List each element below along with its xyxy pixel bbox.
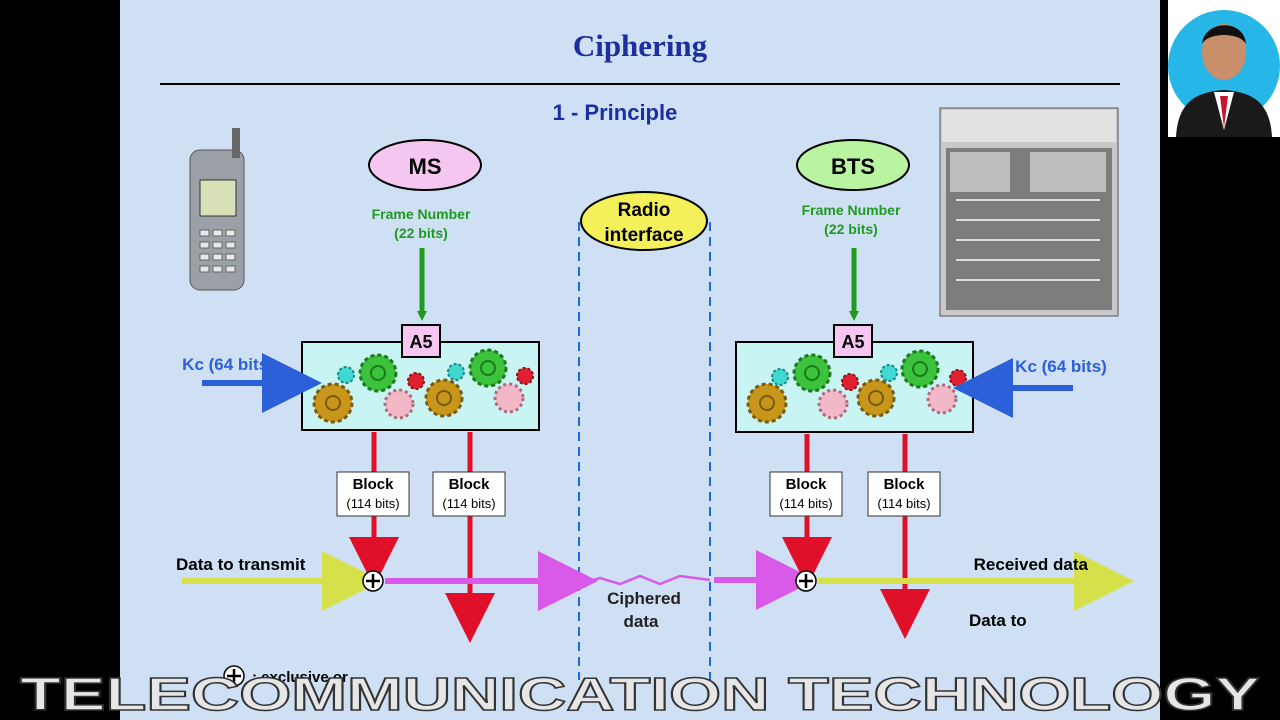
watermark-text: TELECOMMUNICATION TECHNOLOGY [20, 668, 1260, 720]
ms-gears-icon [312, 348, 534, 424]
bts-a5-tag [833, 324, 873, 358]
bts-frame-bits-label: (22 bits) [824, 221, 878, 237]
page-subtitle: 1 - Principle [552, 100, 678, 125]
bts-block1-bits: (114 bits) [779, 496, 832, 511]
bts-a5-label: A5 [841, 332, 864, 352]
ms-block2-label: Block [449, 476, 491, 493]
mobile-phone-image [189, 128, 245, 291]
bts-frame-number-label: Frame Number [802, 202, 901, 218]
ms-block1-bits: (114 bits) [346, 496, 399, 511]
ms-xor-icon [362, 570, 384, 592]
ms-a5-label: A5 [409, 332, 432, 352]
ciphered-data-line2: data [624, 612, 660, 631]
ms-block1-box: Block (114 bits) [336, 471, 410, 517]
data-to-label: Data to [969, 611, 1027, 630]
watermark-banner: TELECOMMUNICATION TECHNOLOGY [19, 668, 1261, 720]
presenter-photo [1168, 0, 1280, 137]
ms-block2-box: Block (114 bits) [432, 471, 506, 517]
bts-block2-box: Block (114 bits) [867, 471, 941, 517]
radio-label-line1: Radio [618, 200, 671, 221]
slide: Ciphering 1 - Principle [120, 0, 1160, 720]
ciphering-diagram: MS BTS Frame Number (22 bits) Frame Numb… [160, 83, 1134, 687]
ms-kc-label: Kc (64 bits) [182, 355, 274, 374]
ciphered-data-line1: Ciphered [607, 589, 681, 608]
legend-xor-text: : exclusive or [252, 669, 348, 686]
bts-block1-label: Block [786, 476, 828, 493]
radio-link-zigzag [579, 574, 711, 586]
page-title: Ciphering [572, 28, 708, 63]
bts-block1-box: Block (114 bits) [769, 471, 843, 517]
data-to-transmit-label: Data to transmit [176, 555, 306, 574]
bts-xor-icon [795, 570, 817, 592]
ms-label: MS [409, 154, 442, 179]
radio-interface-node [580, 191, 708, 251]
ms-frame-bits-label: (22 bits) [394, 225, 448, 241]
bts-kc-label: Kc (64 bits) [1015, 357, 1107, 376]
bts-label: BTS [831, 154, 875, 179]
radio-label-line2: interface [604, 225, 683, 246]
legend-xor-icon [223, 665, 245, 687]
bts-block2-label: Block [884, 476, 926, 493]
ms-a5-tag [401, 324, 441, 358]
bts-node [796, 139, 910, 191]
bts-cabinet-image [939, 107, 1119, 317]
ms-frame-number-label: Frame Number [372, 206, 471, 222]
ms-block2-bits: (114 bits) [442, 496, 495, 511]
received-data-label: Received data [974, 555, 1089, 574]
ms-block1-label: Block [353, 476, 395, 493]
bts-gears-icon [746, 349, 967, 424]
ms-node [368, 139, 482, 191]
bts-block2-bits: (114 bits) [877, 496, 930, 511]
